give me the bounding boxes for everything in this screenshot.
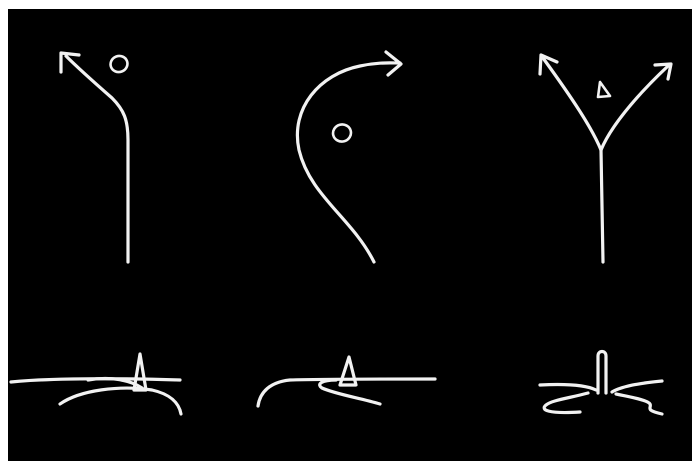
left-curve-line (544, 393, 588, 413)
s-curve-path-line (297, 63, 400, 262)
s-curve-right-arrow-sketch (297, 52, 401, 262)
right-curve-line (616, 394, 662, 414)
cone-marker-icon (134, 354, 146, 390)
hook-right-cone-sketch (258, 357, 435, 406)
triangle-marker-icon (598, 82, 610, 97)
left-top-edge-line (540, 385, 596, 390)
horizontal-edge-line (258, 379, 435, 406)
fork-stem-line (601, 150, 603, 262)
circle-marker-icon (331, 122, 353, 143)
circle-marker-icon (108, 54, 129, 75)
curve-left-arrow-sketch (61, 53, 130, 262)
fork-right-branch-line (601, 66, 668, 150)
split-post-sketch (540, 352, 662, 415)
curved-branch-line (60, 388, 181, 414)
fork-arrows-sketch (540, 55, 671, 262)
bend-left-cone-sketch (11, 354, 181, 414)
curved-path-line (66, 56, 128, 262)
fork-left-branch-line (543, 58, 601, 150)
right-top-edge-line (612, 381, 662, 392)
post-marker-icon (598, 352, 606, 394)
arrowhead-left-icon (61, 53, 79, 72)
